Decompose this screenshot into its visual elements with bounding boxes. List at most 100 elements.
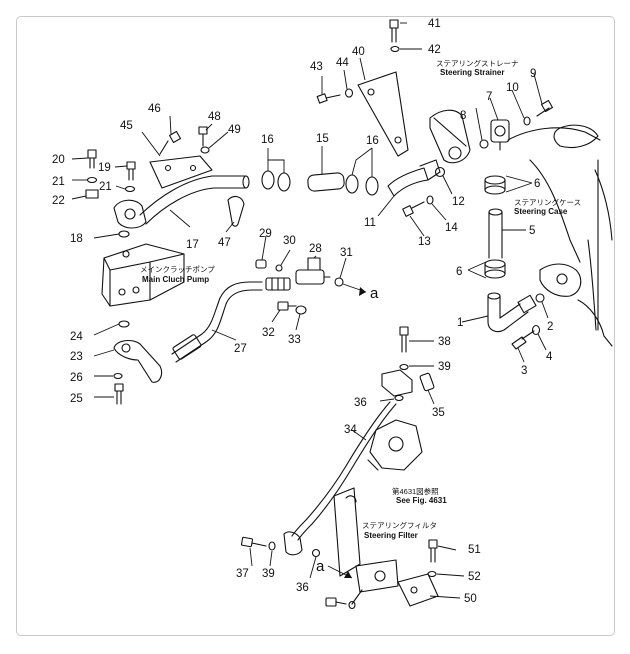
main-clutch-pump-jp-label: メインクラッチポンプ — [140, 265, 215, 274]
callout-32: 32 — [262, 327, 275, 339]
part-52-washer — [427, 570, 437, 578]
callout-50: 50 — [464, 593, 477, 605]
part-10-washer — [523, 116, 531, 126]
callout-1: 1 — [457, 317, 463, 329]
callout-36-lower: 36 — [296, 582, 309, 594]
part-13-bolt — [402, 201, 425, 217]
part-37-bolt — [240, 536, 267, 548]
callout-6-upper: 6 — [534, 178, 540, 190]
callout-40: 40 — [352, 46, 365, 58]
part-7-fitting — [490, 119, 510, 151]
part-12-oring — [434, 166, 446, 178]
callout-5: 5 — [529, 225, 535, 237]
steering-case-en-label: Steering Case — [514, 207, 568, 216]
part-31-oring — [334, 277, 344, 287]
part-21-washer-right — [124, 185, 136, 193]
callout-18: 18 — [70, 233, 83, 245]
callout-21-right: 21 — [99, 181, 112, 193]
part-14-washer — [426, 195, 434, 205]
callout-14: 14 — [445, 222, 458, 234]
part-49-nut — [200, 146, 210, 154]
part-20-bolt — [87, 149, 97, 169]
callout-19: 19 — [98, 162, 111, 174]
part-38-bolt — [399, 326, 409, 353]
part-9-bolt — [536, 99, 554, 117]
callout-46: 46 — [148, 103, 161, 115]
part-50-plate — [397, 573, 439, 607]
connection-a-label-lower: a — [316, 558, 325, 575]
part-46-bolt — [159, 130, 182, 155]
callout-31: 31 — [340, 247, 353, 259]
part-36-oring-lower — [311, 548, 321, 558]
connection-a-label-upper: a — [370, 285, 379, 302]
part-44-washer — [344, 88, 354, 98]
callout-34: 34 — [344, 424, 357, 436]
callout-7: 7 — [486, 91, 492, 103]
part-22-nut — [85, 189, 99, 199]
steering-case-jp-label: ステアリングケース — [514, 197, 581, 207]
see-fig-jp-label: 第4631図参照 — [392, 486, 439, 496]
callout-15: 15 — [316, 133, 329, 145]
part-39-washer-lower — [268, 541, 276, 551]
steering-case-drawing — [507, 124, 613, 347]
annotations: ステアリングストレーナ Steering Strainer ステアリングケース … — [140, 58, 581, 575]
part-8-oring — [479, 139, 489, 149]
callout-17: 17 — [186, 239, 199, 251]
callout-12: 12 — [452, 196, 465, 208]
part-39-washer-upper — [399, 363, 409, 371]
callout-36-upper: 36 — [354, 397, 367, 409]
part-45-bracket — [149, 155, 213, 189]
connection-a-arrowhead — [359, 287, 366, 296]
callout-42: 42 — [428, 44, 441, 56]
callout-45: 45 — [120, 120, 133, 132]
callout-23: 23 — [70, 351, 83, 363]
callout-38: 38 — [438, 336, 451, 348]
part-3-bolt — [511, 330, 535, 350]
callout-29: 29 — [259, 228, 272, 240]
callout-39-upper: 39 — [438, 361, 451, 373]
steering-filter-jp-label: ステアリングフィルタ — [362, 520, 437, 530]
callout-48: 48 — [208, 111, 221, 123]
part-32-bolt — [277, 301, 297, 311]
part-27-hose — [171, 281, 263, 363]
part-30-oring — [275, 264, 283, 272]
part-17-pipe — [139, 175, 250, 225]
part-51-bolt — [428, 539, 438, 563]
callout-10: 10 — [506, 82, 519, 94]
steering-filter-en-label: Steering Filter — [364, 531, 418, 540]
steering-strainer-drawing — [429, 109, 471, 164]
connection-a-lower-arrowhead — [344, 571, 352, 578]
part-33-nut — [295, 305, 307, 315]
part-40-bracket — [357, 71, 409, 157]
part-24-oring — [118, 320, 130, 328]
part-35-plug — [419, 372, 435, 392]
part-19-bolt — [126, 161, 136, 181]
part-28-tee — [295, 257, 331, 285]
steering-strainer-jp-label: ステアリングストレーナ — [436, 58, 519, 68]
callout-35: 35 — [432, 407, 445, 419]
callout-49: 49 — [228, 124, 241, 136]
callout-51: 51 — [468, 544, 481, 556]
part-1-elbow — [487, 292, 537, 333]
callout-3: 3 — [521, 365, 527, 377]
pipe-34-top-fitting — [381, 369, 413, 397]
callout-22: 22 — [52, 195, 65, 207]
part-15-hose — [307, 172, 345, 192]
main-clutch-pump-en-label: Main Cluch Pump — [142, 275, 209, 284]
callout-8: 8 — [460, 110, 466, 122]
callout-37: 37 — [236, 568, 249, 580]
part-36-oring-upper — [394, 394, 404, 402]
part-48-bolt — [198, 126, 208, 147]
callout-28: 28 — [309, 243, 322, 255]
callout-52: 52 — [468, 571, 481, 583]
callout-11: 11 — [364, 217, 376, 229]
part-23-flange-pipe — [113, 339, 163, 383]
callout-39-lower: 39 — [262, 568, 275, 580]
callout-16-right: 16 — [366, 135, 379, 147]
callout-6-lower: 6 — [456, 266, 462, 278]
part-21-washer-left — [86, 176, 98, 184]
part-25-bolt — [114, 383, 124, 405]
callout-44: 44 — [336, 57, 349, 69]
steering-filter-bracket-drawing — [333, 487, 399, 605]
callout-16-left: 16 — [261, 134, 274, 146]
